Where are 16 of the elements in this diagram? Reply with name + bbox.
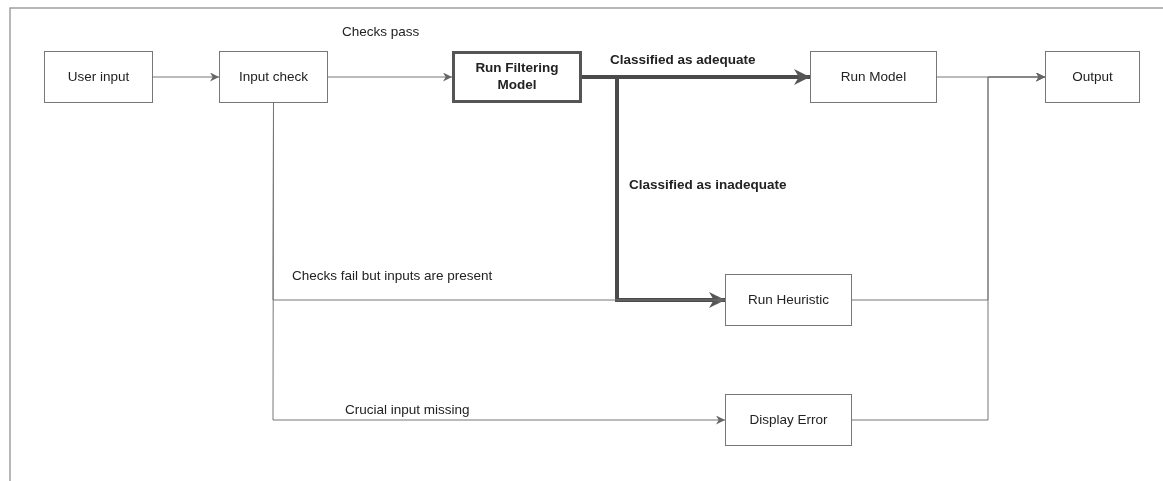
process-box: User input — [44, 51, 153, 103]
process-box: Run Filtering Model — [452, 51, 582, 103]
arrow — [851, 72, 1046, 421]
edge-label: Crucial input missing — [343, 402, 472, 417]
edge-label: Classified as inadequate — [627, 177, 789, 192]
process-box: Display Error — [725, 394, 852, 446]
edge-label: Checks fail but inputs are present — [290, 268, 495, 283]
edge-label: Classified as adequate — [608, 52, 758, 67]
edge-label: Checks pass — [340, 24, 422, 39]
arrow — [152, 72, 220, 82]
arrow — [327, 72, 453, 82]
process-box: Input check — [219, 51, 328, 103]
process-box: Run Heuristic — [725, 274, 852, 326]
process-box: Output — [1045, 51, 1140, 103]
process-box: Run Model — [810, 51, 937, 103]
arrow — [582, 75, 725, 308]
